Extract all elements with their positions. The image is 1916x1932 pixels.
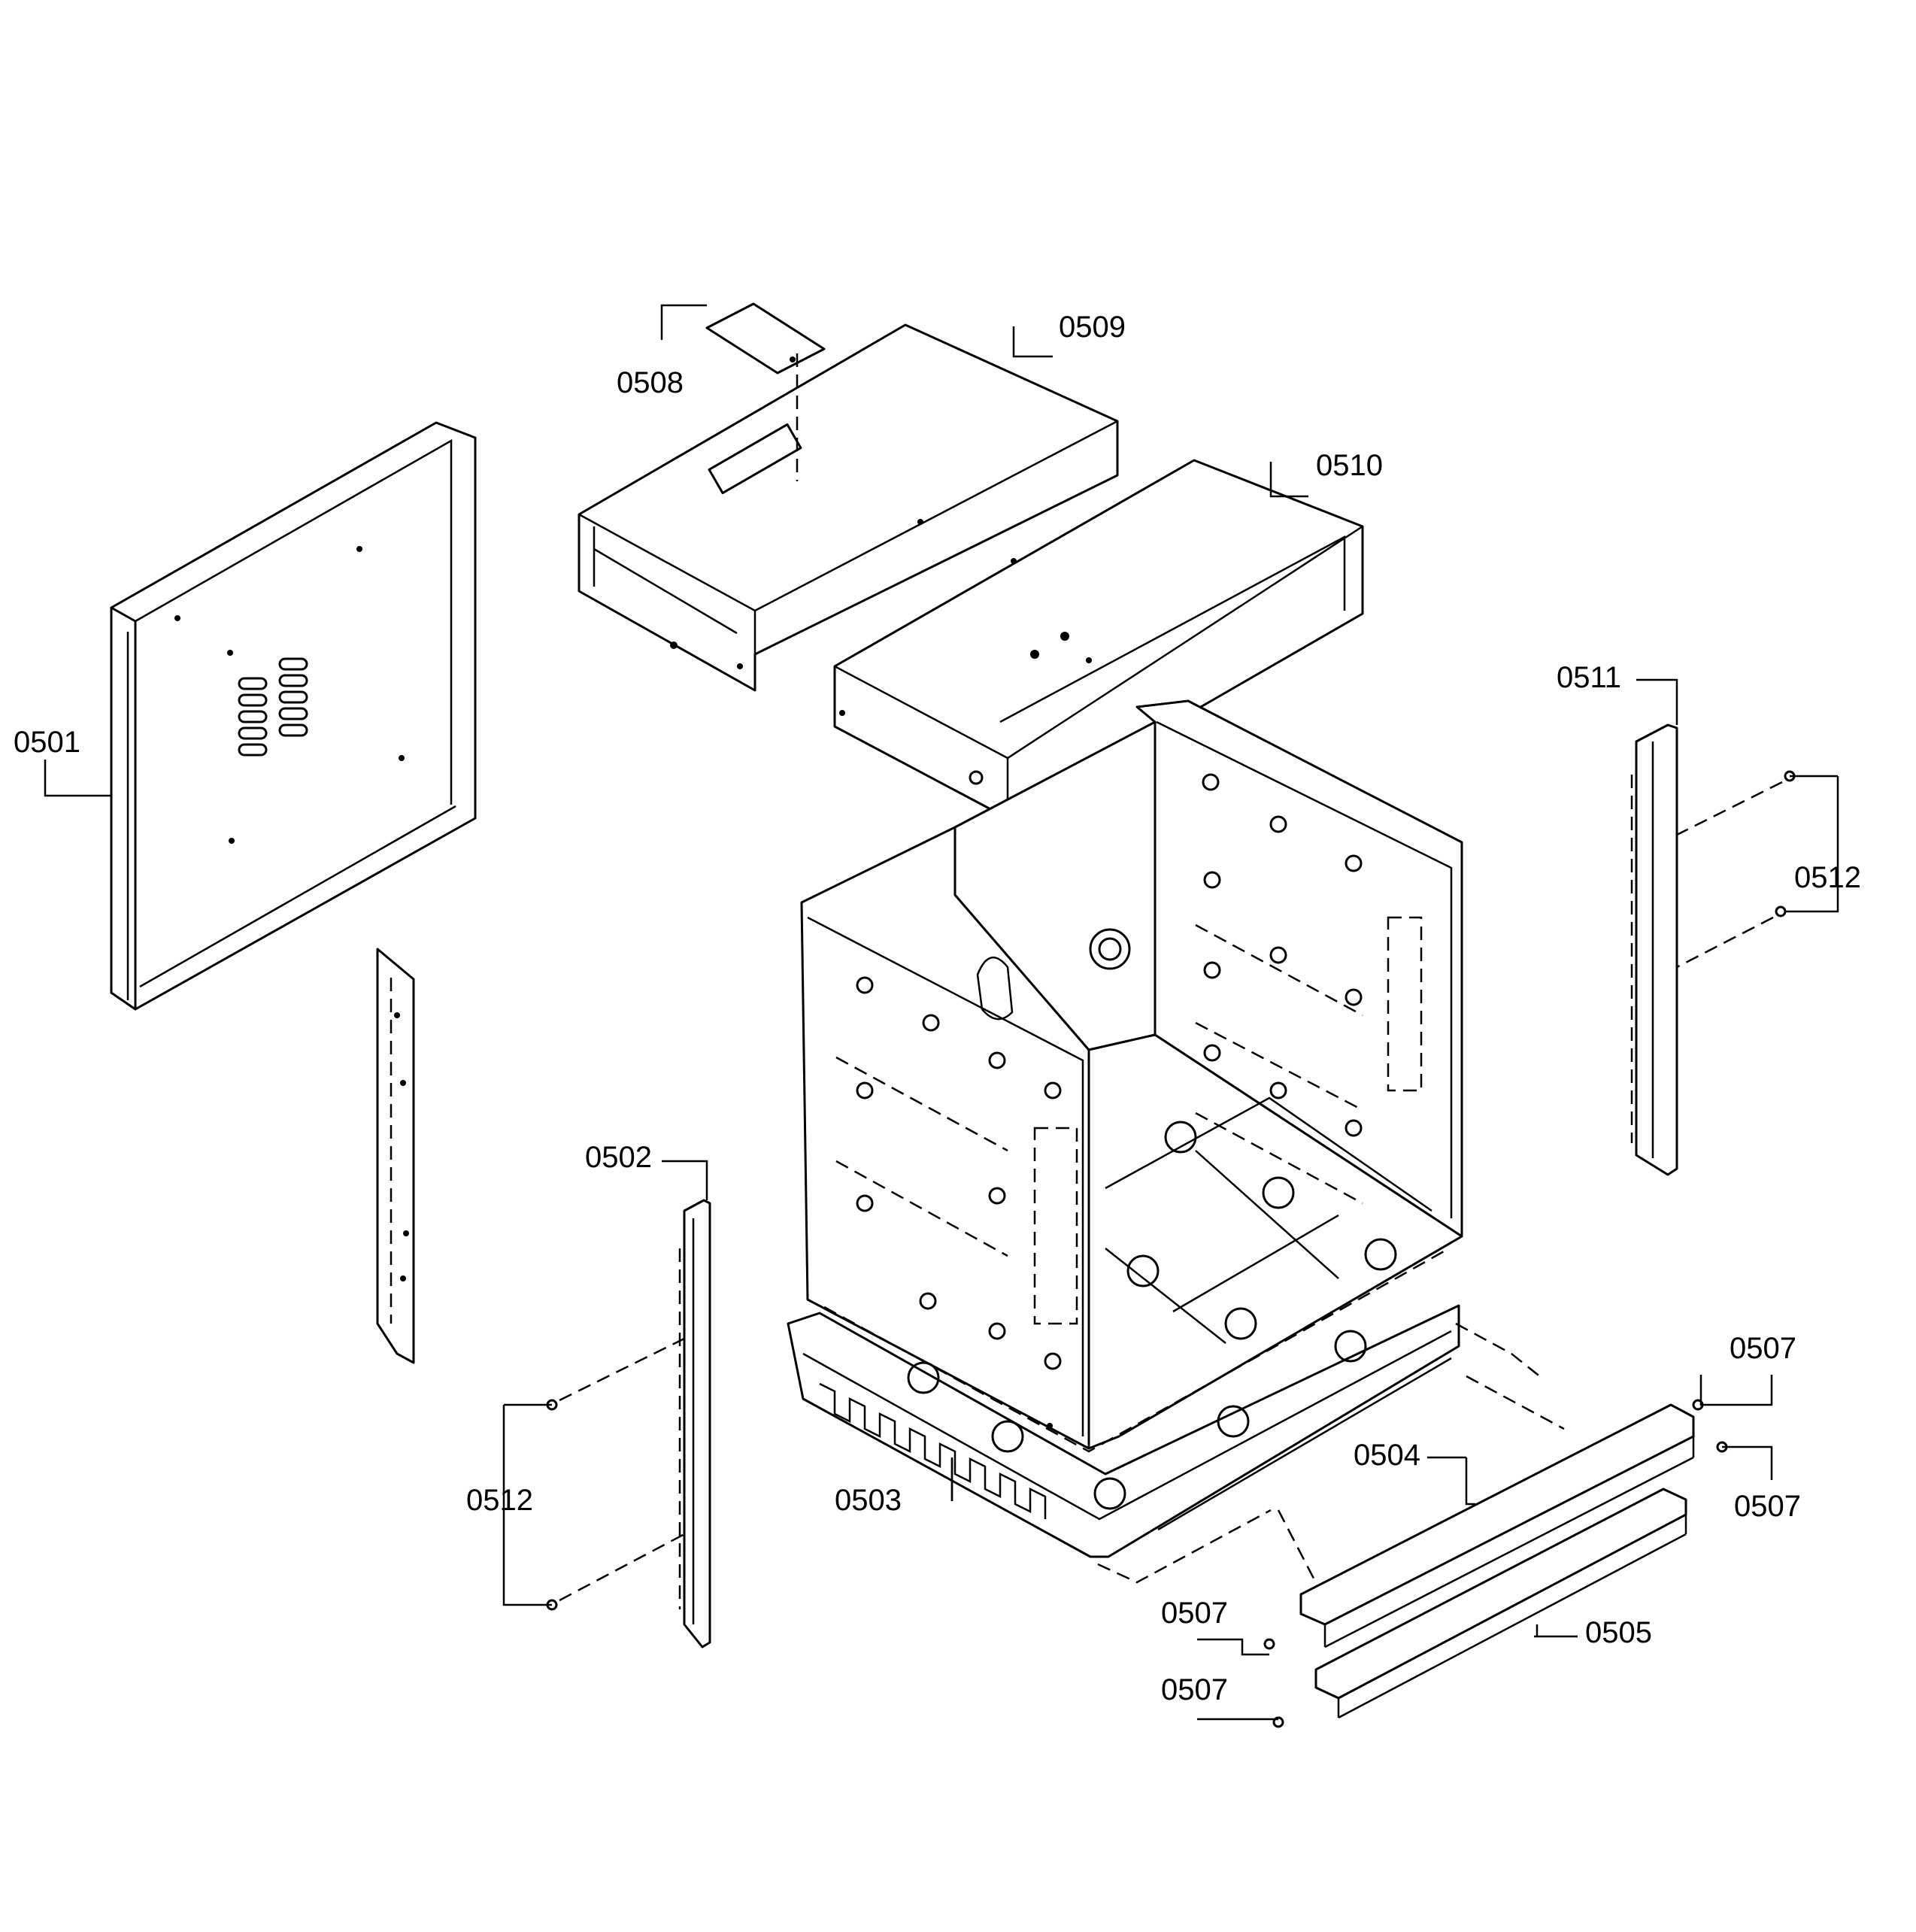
callout-0507-right: 0507	[1734, 1490, 1801, 1523]
callout-0508: 0508	[617, 366, 684, 399]
callout-0505: 0505	[1585, 1616, 1652, 1649]
callout-0507-lower-left: 0507	[1161, 1597, 1228, 1630]
callout-0510: 0510	[1316, 449, 1383, 482]
callout-0507-upper-right: 0507	[1730, 1332, 1796, 1365]
callout-0501: 0501	[14, 726, 80, 759]
part-0503-bottom-frame	[787, 1304, 1565, 1598]
part-cavity-body	[800, 699, 1463, 1453]
callout-labels: 0501 0502 0503 0504 0505 0507 0507 0507 …	[14, 311, 1861, 1706]
part-side-bracket	[376, 948, 415, 1364]
callout-0512-left: 0512	[466, 1484, 533, 1517]
callout-0507-bottom: 0507	[1161, 1673, 1228, 1706]
screws-0512	[546, 770, 1796, 1611]
callout-leaders	[44, 304, 1839, 1721]
part-0504-upper-rail	[1299, 1403, 1695, 1648]
callout-0503: 0503	[835, 1484, 902, 1517]
callout-0504: 0504	[1354, 1439, 1420, 1472]
callout-0512-right: 0512	[1794, 861, 1861, 894]
part-0502-left-rail	[678, 1199, 711, 1648]
part-0508-cover-plate	[705, 302, 826, 375]
callout-0511: 0511	[1557, 661, 1621, 694]
callout-0502: 0502	[585, 1141, 652, 1174]
part-0501-side-panel	[110, 421, 477, 1011]
part-0511-right-rail	[1630, 723, 1678, 1176]
part-0509-top-cover	[578, 323, 1119, 692]
part-0510-front-trim	[833, 459, 1364, 820]
part-0505-lower-rail	[1314, 1488, 1687, 1719]
callout-0509: 0509	[1059, 311, 1126, 344]
vent-slots	[238, 657, 308, 757]
